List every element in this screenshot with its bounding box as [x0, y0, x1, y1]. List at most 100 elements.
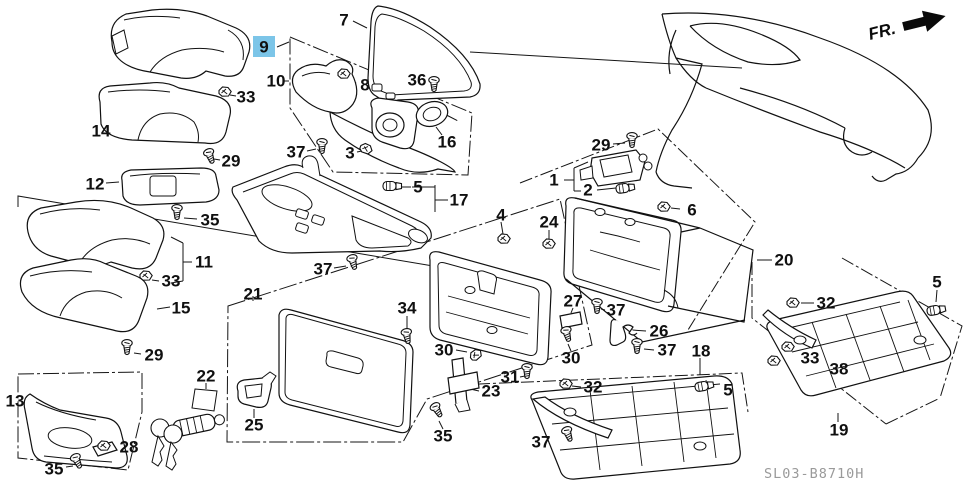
callout-37-9[interactable]: 37: [287, 143, 306, 162]
callout-30-35[interactable]: 30: [562, 349, 581, 368]
fr-label: FR.: [866, 19, 897, 44]
part-18-glove-lid-panel: [531, 376, 740, 479]
callout-12-11[interactable]: 12: [86, 175, 105, 194]
part-22-lock-cylinder-keys: [151, 389, 226, 470]
callout-3-10[interactable]: 3: [345, 144, 354, 163]
callout-2-20[interactable]: 2: [583, 181, 592, 200]
callout-8-4[interactable]: 8: [360, 76, 369, 95]
callout-38-49[interactable]: 38: [830, 360, 849, 379]
callout-14-7[interactable]: 14: [92, 122, 111, 141]
part-23-hinge: [448, 358, 479, 412]
callout-5-13[interactable]: 5: [413, 178, 422, 197]
callout-1-19[interactable]: 1: [549, 171, 558, 190]
callout-35-47[interactable]: 35: [45, 460, 64, 479]
callout-15-17[interactable]: 15: [172, 299, 191, 318]
callout-33-16[interactable]: 33: [162, 272, 181, 291]
callout-23-37[interactable]: 23: [482, 382, 501, 401]
screw-icon-35c: [428, 400, 446, 420]
screw-icon-37c: [591, 298, 603, 315]
clip-icon-8: [337, 68, 351, 79]
callout-33-3[interactable]: 33: [237, 88, 256, 107]
callout-18-33[interactable]: 18: [692, 342, 711, 361]
part-9-instrument-garnish: [292, 60, 455, 172]
dashboard-reference-view: [656, 13, 931, 188]
box-18: [455, 373, 748, 412]
callout-29-18[interactable]: 29: [145, 346, 164, 365]
callout-22-42[interactable]: 22: [197, 367, 216, 386]
callout-26-31[interactable]: 26: [650, 322, 669, 341]
callout-16-6[interactable]: 16: [438, 133, 457, 152]
callout-5-51[interactable]: 5: [723, 381, 732, 400]
screw-icon-37a: [316, 138, 328, 155]
callout-19-50[interactable]: 19: [830, 421, 849, 440]
clip-icon-28: [97, 440, 111, 451]
callout-36-5[interactable]: 36: [408, 71, 427, 90]
callout-35-45[interactable]: 35: [434, 427, 453, 446]
part-17-lower-panel: [232, 156, 431, 253]
box-13: [18, 372, 142, 470]
clip-icon-4: [497, 233, 511, 244]
fr-arrow-icon: [901, 7, 947, 37]
bulb-icon-5c: [925, 303, 947, 317]
clip-icon-33d: [767, 355, 781, 366]
screw-icon-37b: [345, 252, 361, 272]
box-glove-door-group: [227, 199, 592, 442]
part-15-column-cover-lower: [20, 259, 147, 332]
part-25-latch: [237, 372, 276, 407]
clip-icon-33a: [218, 86, 232, 97]
callout-37-30[interactable]: 37: [607, 301, 626, 320]
callout-29-8[interactable]: 29: [222, 152, 241, 171]
part-7-side-garnish: [368, 6, 480, 104]
diagram-code: SL03-B8710H: [764, 466, 864, 482]
callout-6-24[interactable]: 6: [687, 201, 696, 220]
part-19-glove-lid-panel: [763, 291, 951, 396]
callout-28-44[interactable]: 28: [120, 438, 139, 457]
part-16-bezel: [413, 96, 457, 132]
callout-20-25[interactable]: 20: [775, 251, 794, 270]
callout-30-34[interactable]: 30: [435, 341, 454, 360]
screw-icon-37d: [631, 338, 643, 355]
callout-11-15[interactable]: 11: [195, 253, 213, 272]
part-21-glove-box-door: [279, 309, 413, 433]
bulb-icon-5a: [382, 180, 403, 192]
box-20: [520, 129, 755, 330]
callout-37-46[interactable]: 37: [532, 433, 551, 452]
clip-icon-32a: [559, 378, 573, 389]
part-2-bulb-icon: [614, 181, 636, 195]
part-1-switch-assy: [580, 150, 652, 186]
callout-29-21[interactable]: 29: [592, 136, 611, 155]
clip-icon-33c: [781, 341, 795, 352]
callout-37-27[interactable]: 37: [314, 260, 333, 279]
callout-35-12[interactable]: 35: [201, 211, 220, 230]
callout-32-39[interactable]: 32: [817, 294, 836, 313]
callout-9-1[interactable]: 9: [259, 38, 268, 57]
callout-13-41[interactable]: 13: [6, 392, 25, 411]
callout-10-2[interactable]: 10: [267, 72, 286, 91]
callout-5-40[interactable]: 5: [932, 273, 941, 292]
callout-24-23[interactable]: 24: [540, 213, 559, 232]
parts: [20, 6, 950, 479]
clip-icon-6: [657, 201, 671, 212]
callout-21-26[interactable]: 21: [244, 285, 263, 304]
clip-icon-33b: [139, 270, 153, 281]
part-20-glove-box-housing: [564, 198, 753, 342]
callout-32-38[interactable]: 32: [584, 378, 603, 397]
callout-7-0[interactable]: 7: [339, 11, 348, 30]
callout-33-48[interactable]: 33: [801, 349, 820, 368]
callout-37-32[interactable]: 37: [658, 341, 677, 360]
box-19: [752, 258, 962, 424]
fr-direction-indicator: FR.: [866, 7, 947, 44]
callout-25-43[interactable]: 25: [245, 416, 264, 435]
screw-icon-29c: [121, 339, 133, 356]
callout-4-22[interactable]: 4: [496, 206, 506, 225]
part-14-column-cover-lower: [99, 83, 230, 144]
callout-17-14[interactable]: 17: [450, 191, 469, 210]
callout-34-28[interactable]: 34: [398, 299, 417, 318]
callout-31-36[interactable]: 31: [501, 368, 520, 387]
callout-27-29[interactable]: 27: [564, 292, 583, 311]
part-26-hook: [610, 320, 637, 346]
group-boxes: [18, 37, 962, 470]
clip-icon-32b: [786, 297, 800, 308]
part-glove-box-frame: [430, 252, 551, 365]
